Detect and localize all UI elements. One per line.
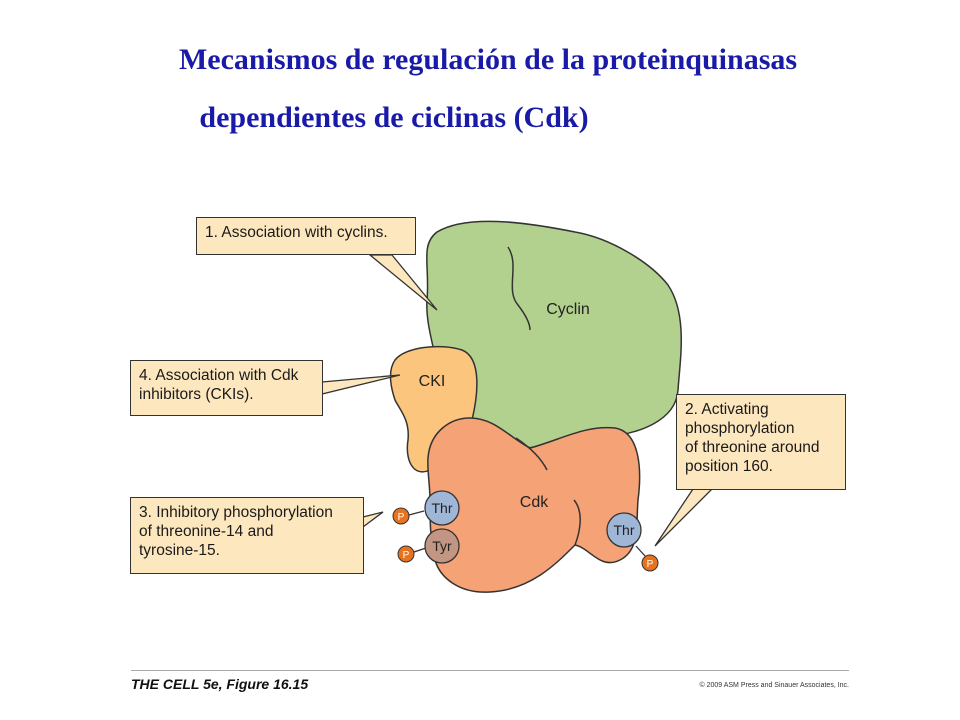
callout-cki-inhibitors: 4. Association with Cdk inhibitors (CKIs…: [130, 360, 323, 416]
phosphate-tyr-label: P: [403, 550, 410, 561]
phosphate-thr-left-label: P: [398, 512, 405, 523]
cdk-fold-line-2: [573, 499, 581, 546]
pointer-callout-1: [368, 254, 438, 311]
footer-divider: [131, 670, 849, 671]
cdk-fold-line-1: [515, 437, 548, 471]
thr-left-phosphate-link: [408, 510, 425, 516]
thr-left-label: Thr: [432, 500, 453, 516]
tyr-label: Tyr: [432, 538, 452, 554]
thr-left-residue: [424, 490, 460, 526]
tyr-phosphate-link: [413, 547, 427, 553]
callout-activating-phosphorylation: 2. Activating phosphorylation of threoni…: [676, 394, 846, 490]
cyclin-fold-line: [507, 246, 531, 331]
cyclin-label: Cyclin: [546, 301, 590, 318]
cki-label: CKI: [419, 373, 446, 390]
copyright-notice: © 2009 ASM Press and Sinauer Associates,…: [699, 682, 849, 689]
thr-right-label: Thr: [614, 522, 635, 538]
thr-right-residue: [606, 512, 642, 548]
phosphate-thr-left: [392, 507, 410, 525]
thr-right-phosphate-link: [635, 545, 646, 557]
page-title-line-2: dependientes de ciclinas (Cdk): [199, 101, 589, 134]
cdk-label: Cdk: [520, 494, 549, 511]
pointer-callout-3: [362, 511, 384, 529]
pointer-callout-2: [654, 488, 714, 547]
phosphate-thr-right: [641, 554, 659, 572]
tyr-residue: [424, 528, 460, 564]
figure-caption: THE CELL 5e, Figure 16.15: [131, 676, 309, 692]
phosphate-tyr: [397, 545, 415, 563]
page-title-line-1: Mecanismos de regulación de la proteinqu…: [178, 43, 798, 76]
phosphate-thr-right-label: P: [647, 559, 654, 570]
callout-inhibitory-phosphorylation: 3. Inhibitory phosphorylation of threoni…: [130, 497, 364, 574]
callout-association-cyclins: 1. Association with cyclins.: [196, 217, 416, 255]
pointer-callout-4: [321, 374, 401, 395]
